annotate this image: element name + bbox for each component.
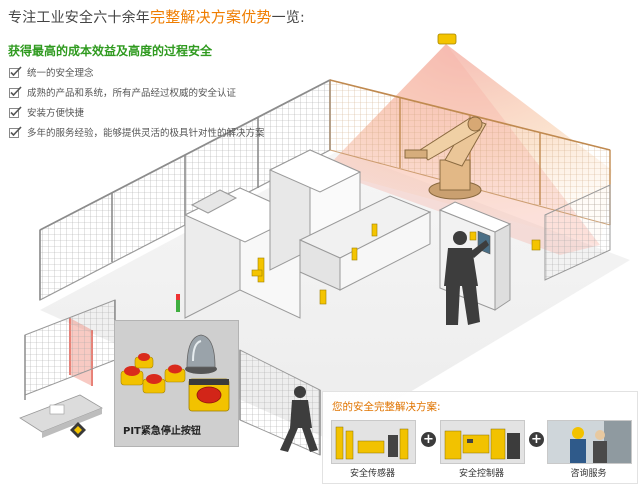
- consulting-service-icon: [548, 421, 631, 463]
- plus-icon: +: [529, 432, 544, 447]
- checkbox-check-icon: [9, 126, 22, 138]
- checkbox-check-icon: [9, 86, 22, 98]
- product-consulting[interactable]: [547, 420, 632, 464]
- benefit-text: 安装方便快捷: [27, 108, 85, 119]
- title-suffix: 一览:: [271, 10, 305, 26]
- benefit-list: 统一的安全理念 成熟的产品和系统，所有产品经过权威的安全认证 安装方便快捷 多年…: [9, 62, 265, 142]
- product-safety-controllers[interactable]: [440, 420, 525, 464]
- solution-title: 您的安全完整解决方案:: [332, 401, 441, 413]
- warning-sign-icon: [70, 422, 86, 438]
- solution-box: 您的安全完整解决方案: 安全传感器 + 安全控制器 +: [322, 391, 638, 484]
- product-safety-sensors[interactable]: [331, 420, 416, 464]
- industrial-robot: [404, 116, 487, 200]
- safety-sensors-icon: [335, 426, 409, 460]
- page-title: 专注工业安全六十余年完整解决方案优势一览:: [8, 6, 305, 27]
- worker-figure-right: [444, 231, 489, 325]
- benefit-text: 统一的安全理念: [27, 68, 94, 79]
- worker-figure-walking: [280, 386, 318, 452]
- benefit-text: 成熟的产品和系统，所有产品经过权威的安全认证: [27, 88, 237, 99]
- emergency-stop-buttons-icon: [120, 334, 230, 412]
- title-highlight: 完整解决方案优势: [150, 8, 272, 26]
- safety-controllers-icon: [444, 428, 520, 460]
- checkbox-check-icon: [9, 106, 22, 118]
- benefit-item: 多年的服务经验，能够提供灵活的极具针对性的解决方案: [9, 122, 265, 142]
- emergency-stop-caption: PIT紧急停止按钮: [123, 426, 201, 437]
- product-label: 安全控制器: [458, 469, 504, 479]
- benefit-item: 成熟的产品和系统，所有产品经过权威的安全认证: [9, 82, 265, 102]
- signal-tower-icon: [176, 294, 180, 312]
- laser-scanner-icon: [437, 33, 457, 45]
- checkbox-check-icon: [9, 66, 22, 78]
- benefit-item: 统一的安全理念: [9, 62, 265, 82]
- page-subtitle: 获得最高的成本效益及高度的过程安全: [8, 44, 213, 58]
- plus-icon: +: [421, 432, 436, 447]
- conveyor-box: [49, 404, 65, 415]
- emergency-stop-panel[interactable]: PIT紧急停止按钮: [114, 320, 239, 447]
- product-label: 安全传感器: [349, 469, 395, 479]
- title-prefix: 专注工业安全六十余年: [8, 10, 150, 26]
- product-label: 咨询服务: [570, 469, 607, 479]
- benefit-text: 多年的服务经验，能够提供灵活的极具针对性的解决方案: [27, 128, 265, 139]
- benefit-item: 安装方便快捷: [9, 102, 265, 122]
